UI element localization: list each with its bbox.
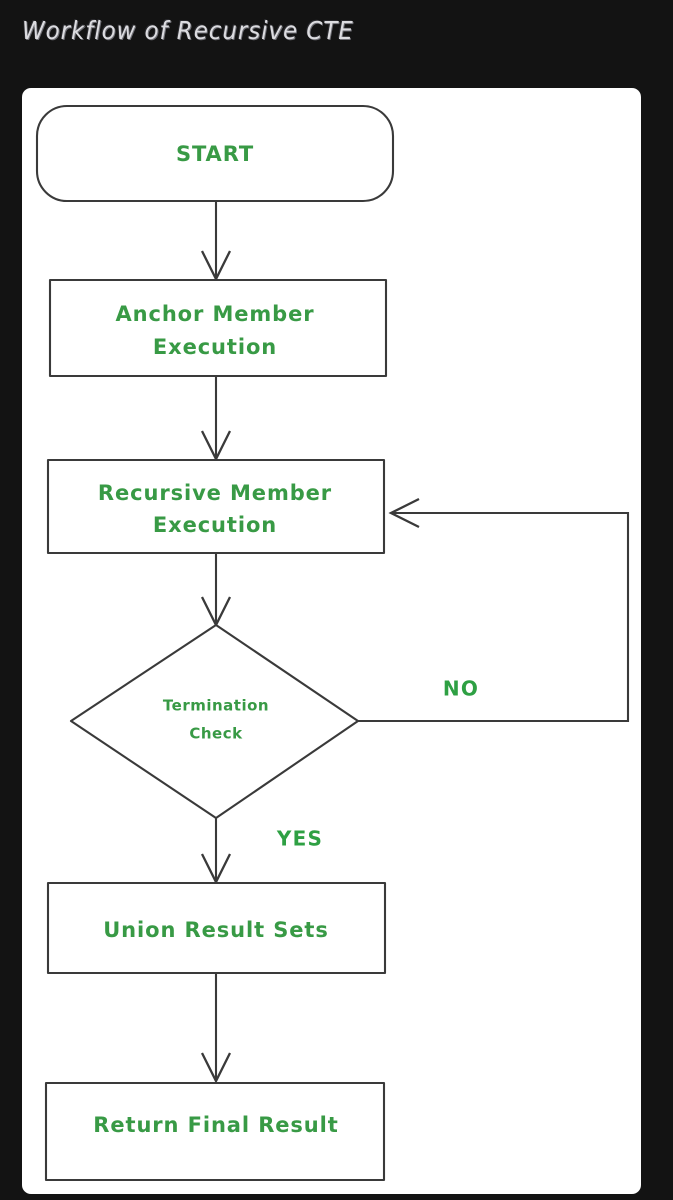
edge-label-no: NO [443,677,479,701]
flowchart-svg: START Anchor Member Execution Recu [35,104,630,1182]
node-recursive-label-line1: Recursive Member [98,481,332,505]
node-return-label: Return Final Result [93,1113,338,1137]
node-union-result-sets[interactable]: Union Result Sets [46,881,387,975]
diagram-canvas-panel: START Anchor Member Execution Recu [22,88,641,1194]
node-recursive-member-execution[interactable]: Recursive Member Execution [46,458,386,555]
page-title: Workflow of Recursive CTE [22,16,354,45]
recursive-shape [46,458,386,555]
edge-no-loop-path [358,511,630,723]
union-shape [46,881,387,975]
edge-termination-to-union-yes: YES [200,818,323,885]
node-anchor-label-line2: Execution [153,335,277,359]
node-recursive-label-line2: Execution [153,513,277,537]
node-anchor-member-execution[interactable]: Anchor Member Execution [48,278,388,378]
node-union-label: Union Result Sets [103,918,329,942]
node-start-label: START [176,142,254,166]
edge-union-to-return [200,973,232,1084]
node-termination-label-line2: Check [189,725,243,743]
edge-no-loop-arrowhead [388,497,420,529]
edge-start-to-anchor [200,201,232,282]
node-termination-check[interactable]: Termination Check [69,623,360,820]
node-return-final-result[interactable]: Return Final Result [44,1081,386,1182]
edge-recursive-to-termination [200,553,232,628]
termination-shape [69,623,360,820]
node-anchor-label-line1: Anchor Member [115,302,314,326]
node-termination-label-line1: Termination [163,697,269,715]
return-shape [44,1081,386,1182]
node-start[interactable]: START [35,104,395,203]
edge-termination-to-recursive-no: NO [358,497,630,723]
edge-union-to-return-arrowhead [200,1052,232,1084]
edge-anchor-to-recursive [200,376,232,462]
edge-label-yes: YES [276,827,323,851]
anchor-shape [48,278,388,378]
